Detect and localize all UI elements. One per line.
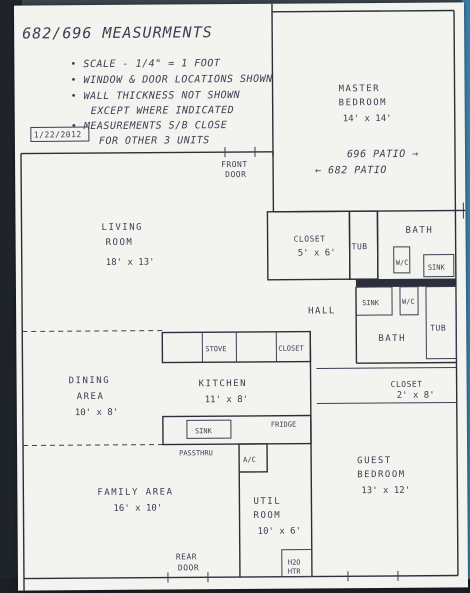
- water-heater-label-2: HTR: [288, 568, 301, 576]
- closet2-label: CLOSET: [391, 380, 423, 389]
- family-label: FAMILY AREA: [97, 487, 173, 498]
- kitchen-label: KITCHEN: [199, 379, 248, 389]
- wall-bath-lower-south: [356, 361, 457, 364]
- closet-main-dim: 5' x 6': [298, 248, 336, 258]
- date-box: [30, 126, 90, 142]
- util-label-2: ROOM: [253, 511, 281, 521]
- note-walls-cont: EXCEPT WHERE INDICATED: [91, 105, 235, 117]
- plan-date: 1/22/2012: [34, 130, 82, 139]
- master-bedroom-label-2: BEDROOM: [339, 98, 388, 108]
- closet2-dim: 2' x 8': [397, 391, 435, 401]
- closet-main: [266, 210, 351, 281]
- kitchen-dim: 11' x 8': [205, 395, 248, 405]
- note-windows: • WINDOW & DOOR LOCATIONS SHOWN: [70, 74, 273, 86]
- bath-lower-label: BATH: [378, 334, 406, 344]
- living-room-label-2: ROOM: [106, 238, 134, 248]
- guest-label-2: BEDROOM: [357, 470, 406, 480]
- passthru-label: PASSTHRU: [179, 449, 213, 457]
- counter-bottom: [162, 414, 312, 446]
- stove-label: STOVE: [205, 345, 226, 353]
- thick-wall-baths: [355, 278, 456, 288]
- closet-small-label: CLOSET: [278, 345, 304, 353]
- plan-title: 682/696 MEASURMENTS: [22, 23, 213, 42]
- rear-door-label-1: REAR: [176, 552, 197, 561]
- dining-label-2: AREA: [77, 392, 105, 402]
- tub-lower: [425, 285, 457, 360]
- sink-upper-label: SINK: [428, 264, 446, 272]
- patio-682-label: ← 682 PATIO: [315, 165, 387, 177]
- note-other-units: FOR OTHER 3 UNITS: [99, 135, 210, 147]
- front-door-label-2: DOOR: [225, 170, 246, 179]
- water-heater-label-1: H2O: [288, 559, 301, 567]
- family-dim: 16' x 10': [113, 504, 162, 514]
- guest-dim: 13' x 12': [361, 486, 410, 496]
- util-label-1: UTIL: [253, 497, 281, 507]
- util-dim: 10' x 6': [258, 527, 301, 537]
- note-walls: • WALL THICKNESS NOT SHOWN: [71, 90, 241, 102]
- wall-rear: [23, 574, 458, 580]
- bath-upper-label: BATH: [406, 226, 434, 236]
- ac-label: A/C: [243, 456, 256, 464]
- wc-lower-label: W/C: [402, 298, 415, 306]
- wc-upper: [393, 246, 411, 274]
- fridge-label: FRIDGE: [271, 421, 296, 429]
- wall-bath-lower-west: [355, 287, 358, 364]
- hall-label: HALL: [308, 306, 336, 316]
- wall-master-west: [271, 3, 274, 156]
- sink-upper: [423, 254, 455, 278]
- sink-kitchen-label: SINK: [195, 427, 213, 435]
- dining-label-1: DINING: [69, 376, 111, 386]
- wc-lower: [399, 286, 419, 316]
- wall-west: [20, 153, 25, 591]
- tub-lower-label: TUB: [430, 324, 446, 333]
- master-bedroom-label-1: MASTER: [339, 84, 381, 94]
- closet-main-label: CLOSET: [294, 234, 326, 243]
- divider-living-dining: [22, 330, 163, 333]
- patio-696-label: 696 PATIO →: [347, 149, 419, 161]
- front-door-label-1: FRONT: [221, 160, 248, 169]
- ac-unit: [238, 443, 268, 473]
- floor-plan-drawing: 682/696 MEASURMENTS • SCALE - 1/4" = 1 F…: [20, 3, 466, 591]
- sink-lower-label: SINK: [362, 299, 380, 307]
- master-bedroom-dim: 14' x 14': [343, 114, 392, 124]
- divider-dining-family: [23, 444, 164, 447]
- sink-kitchen: [186, 419, 232, 439]
- note-measurements: • MEASUREMENTS S/B CLOSE: [71, 120, 228, 132]
- wall-closet2-top: [316, 366, 457, 369]
- floor-plan-sheet: 682/696 MEASURMENTS • SCALE - 1/4" = 1 F…: [13, 2, 469, 591]
- wall-closet2-bottom: [316, 401, 457, 404]
- guest-label-1: GUEST: [357, 456, 392, 466]
- wc-upper-label: W/C: [396, 259, 409, 267]
- water-heater: [281, 549, 313, 578]
- dining-dim: 10' x 8': [75, 408, 118, 418]
- tub-upper-label: TUB: [352, 242, 368, 251]
- wall-master-north: [272, 9, 455, 13]
- wall-util-west: [238, 472, 241, 578]
- living-room-label-1: LIVING: [101, 223, 143, 233]
- rear-door-label-2: DOOR: [178, 563, 199, 572]
- living-room-dim: 18' x 13': [106, 258, 155, 268]
- note-scale: • SCALE - 1/4" = 1 FOOT: [70, 58, 221, 70]
- wall-front: [20, 151, 273, 155]
